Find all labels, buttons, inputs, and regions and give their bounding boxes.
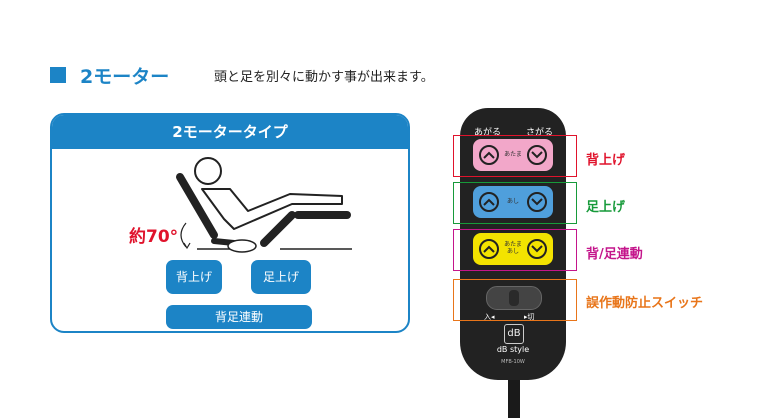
panel-title: 2モータータイプ xyxy=(52,115,408,149)
leg-raise-button[interactable]: 足上げ xyxy=(251,260,311,294)
chevron-down-icon xyxy=(531,245,543,253)
model-number: MFB-10W xyxy=(501,359,525,365)
leg-raise-pad: あし xyxy=(473,186,553,218)
leg-down-button[interactable] xyxy=(527,192,547,212)
chevron-up-icon xyxy=(483,151,495,159)
brand-name: dB style xyxy=(496,345,530,354)
brand-logo: dB xyxy=(504,324,524,344)
callout-linked: 背/足連動 xyxy=(586,247,643,262)
motor-type-panel: 2モータータイプ 約70° 背上げ 足上げ 背足連動 xyxy=(50,113,410,333)
callout-lock-switch: 誤作動防止スイッチ xyxy=(586,296,704,311)
down-label: さがる xyxy=(526,128,554,138)
linked-up-button[interactable] xyxy=(479,239,499,259)
section-description: 頭と足を別々に動かす事が出来ます。 xyxy=(214,70,434,85)
back-pad-label: あたま xyxy=(504,151,522,158)
up-label: あがる xyxy=(474,128,502,138)
lock-switch-knob[interactable] xyxy=(509,290,519,306)
chevron-up-icon xyxy=(483,245,495,253)
back-raise-button[interactable]: 背上げ xyxy=(166,260,222,294)
section-marker xyxy=(50,67,66,83)
linked-pad-label: あたま あし xyxy=(504,241,522,255)
leg-up-button[interactable] xyxy=(479,192,499,212)
leg-raise-frame xyxy=(453,182,577,224)
chevron-down-icon xyxy=(531,198,543,206)
linked-frame xyxy=(453,229,577,271)
angle-label: 約70° xyxy=(129,227,179,247)
lock-switch[interactable] xyxy=(486,286,542,310)
back-up-button[interactable] xyxy=(479,145,499,165)
callout-back-raise: 背上げ xyxy=(586,153,626,168)
back-raise-frame xyxy=(453,135,577,177)
lock-frame xyxy=(453,279,577,321)
linked-down-button[interactable] xyxy=(527,239,547,259)
chevron-down-icon xyxy=(531,151,543,159)
chevron-up-icon xyxy=(483,198,495,206)
lock-off-label: ▸切 xyxy=(524,313,535,321)
bed-illustration xyxy=(176,157,352,253)
callout-leg-raise: 足上げ xyxy=(586,200,626,215)
back-raise-pad: あたま xyxy=(473,139,553,171)
back-leg-linked-button[interactable]: 背足連動 xyxy=(166,305,312,329)
remote-cable xyxy=(508,378,520,418)
remote-control: あがる さがる あたま あし あたま あし 入◂ ▸切 d xyxy=(460,108,566,380)
back-down-button[interactable] xyxy=(527,145,547,165)
leg-pad-label: あし xyxy=(506,198,519,205)
section-title: 2モーター xyxy=(80,66,170,88)
lock-on-label: 入◂ xyxy=(484,313,495,321)
linked-pad: あたま あし xyxy=(473,233,553,265)
